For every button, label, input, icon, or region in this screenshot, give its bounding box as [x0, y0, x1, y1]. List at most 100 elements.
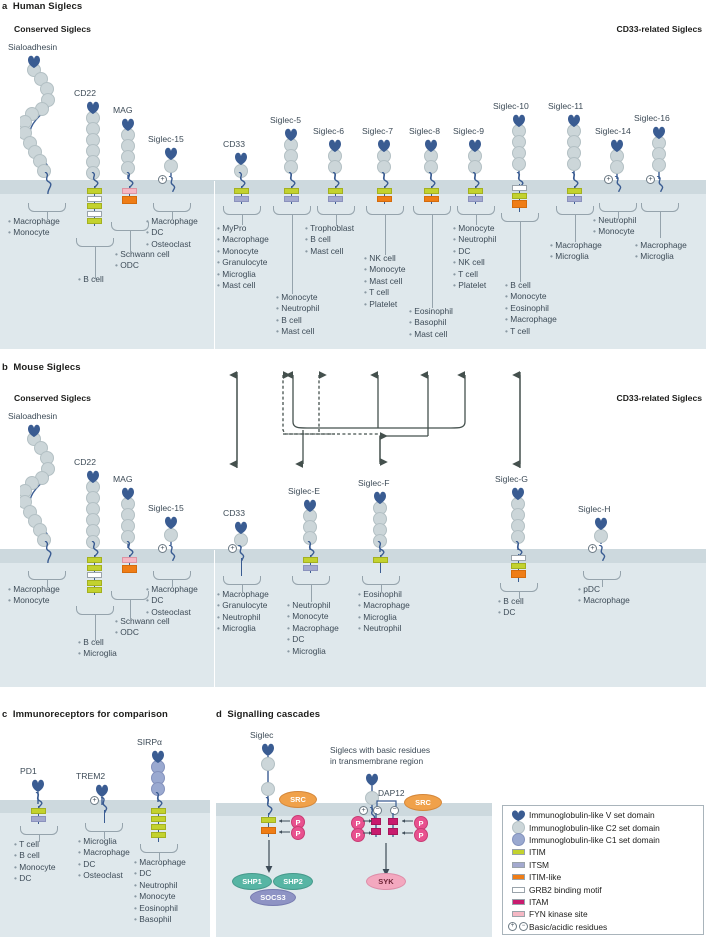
itim-like-motif — [122, 196, 137, 204]
phospho-arrows-right — [399, 818, 415, 847]
receptor-siglec6-human-label: Siglec-6 — [313, 126, 345, 136]
receptor-mag-mouse-label: MAG — [113, 474, 133, 484]
receptor-sialoadhesin-mouse — [18, 423, 180, 558]
siglecF-mouse-cyto-tail — [380, 555, 382, 573]
siglec8-human-tm-icon — [428, 171, 436, 189]
itim-motif — [87, 587, 102, 593]
legend-item-itsm: ITSM — [507, 859, 699, 871]
cd22-mouse-domain-chain — [86, 470, 100, 549]
legend-item-v-set: Immunoglobulin-like V set domain — [507, 809, 699, 821]
receptor-mag-human — [113, 117, 143, 186]
itim-motif — [511, 562, 526, 569]
receptor-sirpa — [143, 749, 173, 810]
siglec8-human-leader — [432, 215, 433, 308]
itim-motif — [87, 557, 102, 563]
signalling-siglec-domain-chain — [261, 743, 275, 804]
mag-human-motifs — [122, 188, 137, 204]
phospho-group-right-2: P — [351, 828, 365, 842]
phospho-arrows-left — [276, 818, 292, 845]
siglec10-human-motifs — [512, 185, 527, 208]
itsm-motif — [468, 196, 483, 202]
siglecG-mouse-cells: B cell DC — [498, 596, 523, 619]
cd22-mouse-tm-stalk — [89, 540, 103, 562]
siglecH-mouse-tm-icon — [598, 544, 606, 562]
sialoadhesin-mouse-brace — [28, 571, 66, 580]
receptor-siglec11-human-label: Siglec-11 — [548, 101, 584, 111]
cd22-mouse-cells: B cell Microglia — [78, 637, 117, 660]
cd22-mouse-motifs — [87, 557, 102, 593]
panel-b-membrane-band — [0, 549, 706, 563]
legend-label: Immunoglobulin-like V set domain — [529, 810, 655, 821]
panel-a-group-divider — [214, 181, 215, 349]
itsm-motif — [567, 196, 582, 202]
siglec6-human-motifs — [328, 188, 343, 202]
receptor-siglec11-human — [559, 113, 589, 186]
dap12-dimer-bracket — [374, 798, 404, 816]
pd1-motifs — [31, 808, 46, 822]
legend-item-c2-set: Immunoglobulin-like C2 set domain — [507, 821, 699, 835]
siglec5-human-cyto-tail — [291, 186, 293, 204]
syk-effector: SYK — [366, 873, 406, 890]
receptor-siglec8-human-label: Siglec-8 — [409, 126, 441, 136]
acidic-residue-icon: − — [373, 806, 382, 815]
cd22-mouse-brace — [76, 606, 114, 615]
cd33-human-tm-icon — [238, 171, 246, 189]
legend-label: GRB2 binding motif — [529, 884, 602, 895]
receptor-siglec15-mouse-label: Siglec-15 — [148, 503, 184, 513]
cd22-mouse-tm-icon — [91, 540, 99, 558]
receptor-siglec7-human-label: Siglec-7 — [362, 126, 394, 136]
itim-like-motif — [377, 196, 392, 202]
legend-label: Immunoglobulin-like C1 set domain — [529, 834, 660, 845]
itsm-motif — [31, 816, 46, 822]
mag-mouse-tm-stalk — [124, 540, 138, 562]
siglec9-human-motifs — [468, 188, 483, 202]
siglec16-human-cells: Macrophage Microglia — [635, 240, 687, 263]
cd33-mouse-tm-icon — [237, 544, 245, 562]
receptor-sialoadhesin-human — [18, 54, 180, 189]
dap12-bracket-icon — [376, 800, 397, 807]
siglec7-human-tm-stalk — [379, 171, 393, 193]
siglecG-mouse-motifs — [511, 555, 526, 578]
siglec11-human-domain-chain — [567, 114, 581, 179]
socs3-label: SOCS3 — [260, 893, 286, 902]
pd1-tm-stalk — [33, 791, 47, 813]
siglec9-human-tm-stalk — [470, 171, 484, 193]
mag-mouse-domain-chain — [121, 487, 135, 548]
src-kinase-left: SRC — [279, 791, 317, 808]
receptor-siglec15-mouse — [156, 515, 186, 554]
siglecF-mouse-cells: Eosinophil Macrophage Microglia Neutroph… — [358, 589, 410, 635]
legend-label: Immunoglobulin-like C2 set domain — [529, 822, 660, 833]
siglec14-human-tm-icon — [614, 175, 622, 193]
siglec8-human-cyto-tail — [431, 186, 433, 204]
siglecG-mouse-domain-chain — [511, 487, 525, 550]
sirpa-motifs — [151, 808, 166, 838]
siglec5-human-tm-stalk — [286, 171, 300, 193]
cd33-human-brace — [223, 206, 261, 215]
siglec16-human-leader — [660, 212, 661, 238]
itim-like-motif — [512, 200, 527, 208]
legend-item-basic-acidic: + − Basic/acidic residues — [507, 921, 699, 933]
receptor-siglec16-human — [644, 125, 674, 188]
shp1-label: SHP1 — [242, 877, 262, 886]
signalling-siglec-label: Siglec — [250, 730, 274, 740]
sialoadhesin-mouse-tm-stalk — [42, 540, 56, 568]
receptor-siglecH-mouse — [586, 516, 616, 553]
cd33-mouse-cyto-tail — [241, 558, 243, 576]
siglec15-human-tm-icon — [168, 175, 176, 193]
grb2-binding-motif — [87, 210, 102, 217]
siglec8-human-domain-chain — [424, 139, 438, 179]
siglec10-human-leader — [520, 222, 521, 282]
pd1-brace — [20, 826, 58, 835]
siglecH-mouse-tm-stalk — [597, 544, 611, 566]
siglec15-human-brace — [153, 203, 191, 212]
siglec8-human-motifs — [424, 188, 439, 202]
grb2-binding-motif — [512, 185, 527, 191]
siglecE-mouse-domain-chain — [303, 499, 317, 550]
itim-motif — [87, 564, 102, 571]
siglec5-human-leader — [292, 215, 293, 294]
phospho-arrow-icons-right-inner — [363, 819, 372, 835]
dap12-label: DAP12 — [378, 788, 405, 798]
itim-motif — [377, 188, 392, 194]
siglec11-human-tm-icon — [571, 171, 579, 189]
panel-b-cd33related-label: CD33-related Siglecs — [616, 393, 703, 403]
